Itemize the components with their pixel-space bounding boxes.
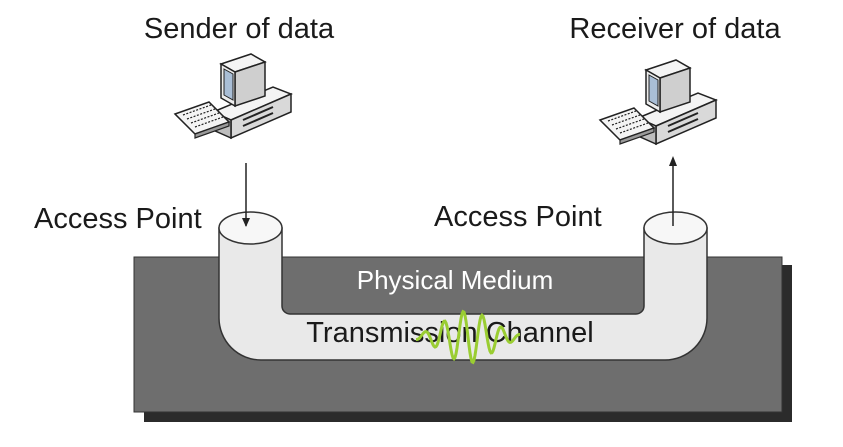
receiver-label: Receiver of data — [569, 13, 781, 45]
sender-label: Sender of data — [144, 13, 335, 45]
access-point-right-label: Access Point — [434, 201, 602, 233]
receive-arrow-head — [669, 156, 677, 166]
receiver-computer-icon — [599, 59, 717, 145]
physical-medium-label: Physical Medium — [357, 265, 554, 295]
send-arrow-head — [242, 218, 250, 227]
right-access-opening — [643, 211, 708, 245]
access-point-left-label: Access Point — [34, 203, 202, 235]
left-access-opening — [218, 211, 283, 245]
sine-wave-signal-icon — [415, 309, 521, 365]
transmission-channel-pipe — [218, 227, 708, 361]
sender-computer-icon — [174, 53, 292, 139]
